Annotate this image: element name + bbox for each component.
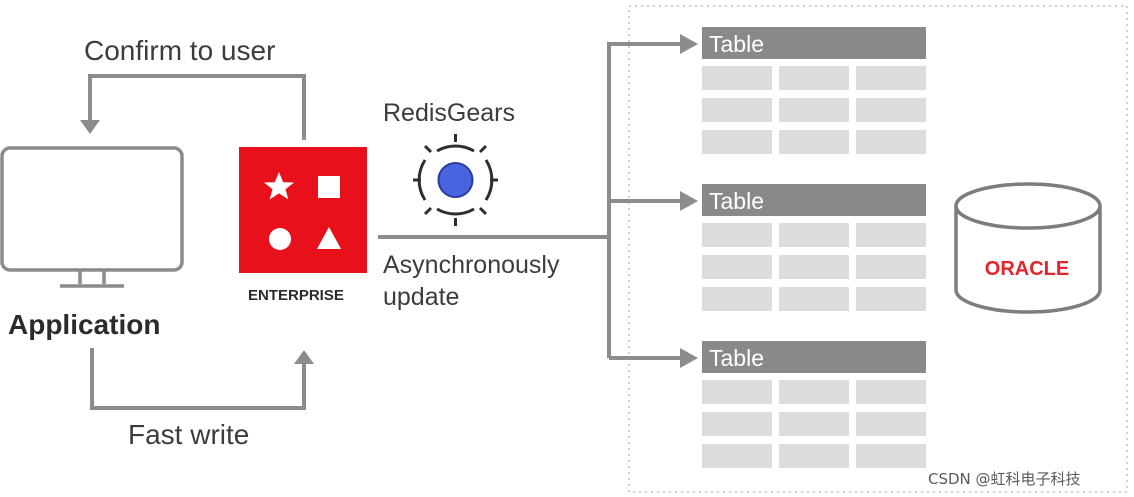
arrowhead-table-3 (680, 348, 698, 368)
confirm-to-user-label: Confirm to user (84, 35, 275, 66)
table-2-header-label: Table (709, 188, 764, 214)
table-3-header-label: Table (709, 345, 764, 371)
redis-logo-icon (239, 147, 367, 273)
star-icon (264, 172, 294, 200)
table-1-header-label: Table (709, 31, 764, 57)
arrowhead-table-2 (680, 191, 698, 211)
circle-icon (269, 228, 291, 250)
watermark: CSDN @虹科电子科技 (928, 470, 1081, 488)
fast-write-arrowhead (294, 350, 314, 364)
table-3-header (702, 341, 926, 373)
square-icon (318, 176, 340, 198)
triangle-icon (317, 227, 341, 249)
gear-icon (413, 134, 498, 226)
branch-line (607, 42, 680, 358)
application-label: Application (8, 309, 160, 340)
fast-write-arrow (90, 348, 306, 410)
oracle-label: ORACLE (985, 258, 1069, 280)
confirm-arrowhead (80, 120, 100, 134)
arrowhead-table-1 (680, 34, 698, 54)
fast-write-label: Fast write (128, 419, 249, 450)
enterprise-label: ENTERPRISE (248, 287, 344, 304)
table-2-header (702, 184, 926, 216)
monitor-icon (0, 146, 184, 288)
database-cylinder-icon (954, 182, 1102, 314)
table-2: Table (702, 184, 926, 311)
async-label-line1: Asynchronously (383, 251, 560, 279)
redisgears-label: RedisGears (383, 99, 515, 127)
table-1: Table (702, 27, 926, 154)
table-1-header (702, 27, 926, 59)
async-label-line2: update (383, 283, 459, 311)
confirm-arrow (88, 74, 306, 140)
table-3: Table (702, 341, 926, 468)
